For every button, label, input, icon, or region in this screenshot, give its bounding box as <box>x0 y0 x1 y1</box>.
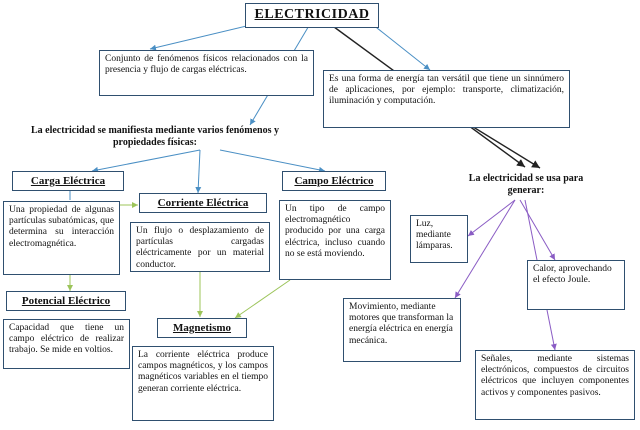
use-senales: Señales, mediante sistemas electrónicos,… <box>475 350 635 420</box>
connector-title-energy <box>371 23 431 71</box>
potencial-electrico-label: Potencial Eléctrico <box>6 291 126 311</box>
campo-electrico-text: Un tipo de campo electromagnético produc… <box>279 200 391 280</box>
connector-energy-uses <box>469 124 541 169</box>
carga-electrica-label: Carga Eléctrica <box>12 171 124 191</box>
magnetismo-label: Magnetismo <box>157 318 247 338</box>
corriente-electrica-label: Corriente Eléctrica <box>139 193 267 213</box>
diagram-title: ELECTRICIDAD <box>245 3 379 28</box>
connector-uses-calor <box>519 199 556 261</box>
magnetismo-text: La corriente eléctrica produce campos ma… <box>132 346 274 421</box>
connector-manifest-campo <box>219 149 326 173</box>
carga-electrica-text: Una propiedad de algunas partículas suba… <box>3 201 120 275</box>
definition-box: Conjunto de fenómenos físicos relacionad… <box>99 50 314 96</box>
use-calor: Calor, aprovechando el efecto Joule. <box>527 260 625 310</box>
connector-title-definition <box>149 23 256 51</box>
connector-manifest-carga <box>91 149 201 173</box>
uses-heading: La electricidad se usa para generar: <box>468 173 584 196</box>
potencial-electrico-text: Capacidad que tiene un campo eléctrico d… <box>3 319 130 369</box>
use-luz: Luz, mediante lámparas. <box>410 215 468 263</box>
connector-campo-magnetismo <box>234 279 291 319</box>
campo-electrico-label: Campo Eléctrico <box>282 171 386 191</box>
use-movimiento: Movimiento, mediante motores que transfo… <box>343 298 461 362</box>
manifest-heading: La electricidad se manifiesta mediante v… <box>30 125 280 148</box>
corriente-electrica-text: Un flujo o desplazamiento de partículas … <box>130 222 270 272</box>
connector-uses-movimiento <box>454 199 516 299</box>
energy-description-box: Es una forma de energía tan versátil que… <box>323 70 570 128</box>
connector-manifest-corriente <box>195 149 202 194</box>
connector-uses-luz <box>467 199 516 237</box>
